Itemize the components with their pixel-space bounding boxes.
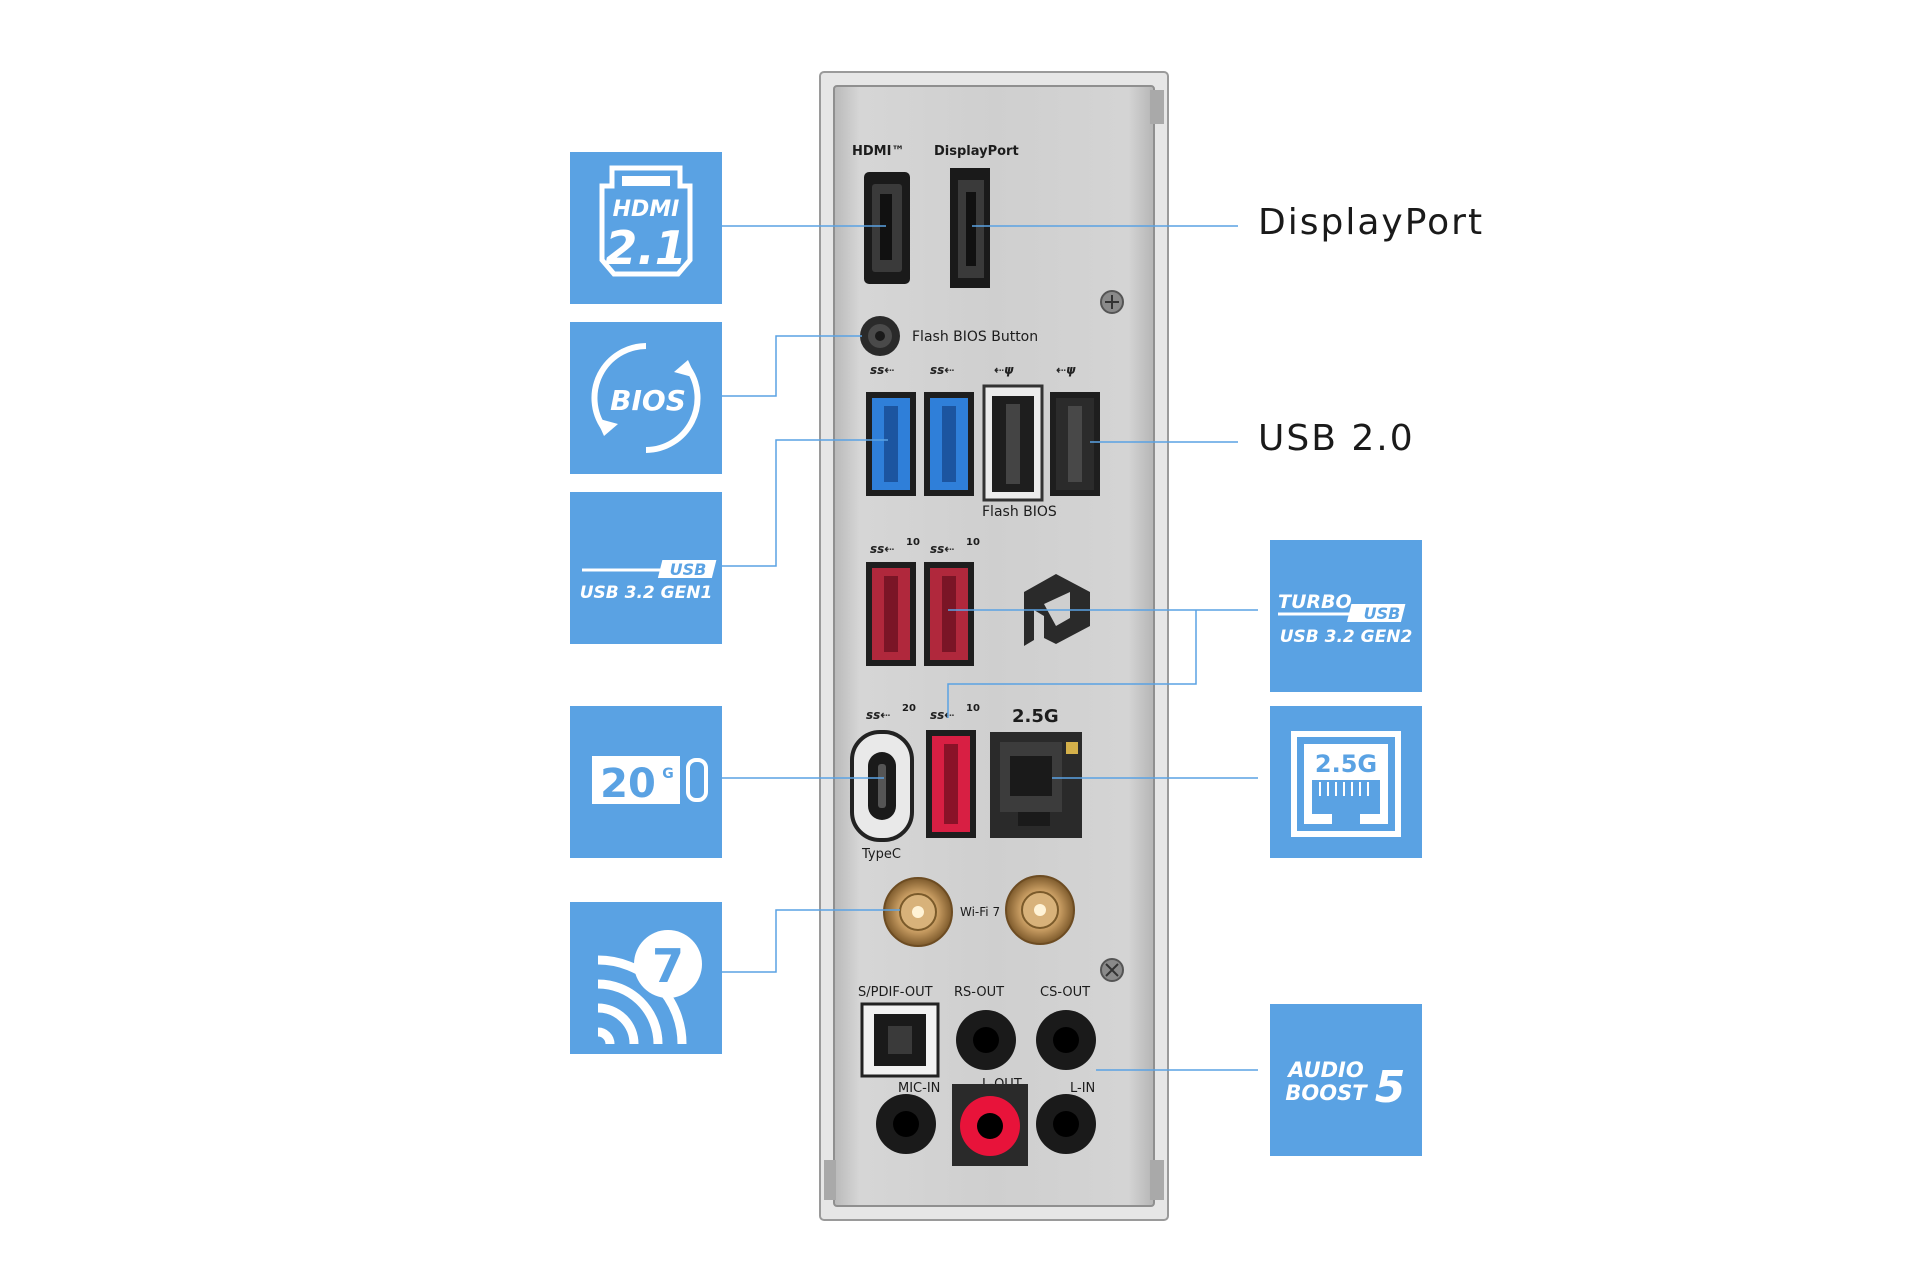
typec-connector-icon bbox=[686, 758, 708, 802]
audio-boost5-tile: AUDIO BOOST 5 bbox=[1270, 1004, 1422, 1156]
refresh-arrow-icon bbox=[674, 360, 696, 378]
lan-25g-tile: 2.5G bbox=[1270, 706, 1422, 858]
audio-jack-mic-in bbox=[876, 1094, 936, 1154]
usb-20g-tile: 20 G bbox=[570, 706, 722, 858]
audio-tile-line1: AUDIO bbox=[1286, 1058, 1364, 1082]
usb20-ports bbox=[982, 384, 1100, 502]
svg-text:ss⇠: ss⇠ bbox=[870, 363, 894, 377]
hdmi-21-tile: HDMI 2.1 bbox=[570, 152, 722, 304]
usb-typec-port bbox=[850, 730, 914, 842]
svg-text:ss⇠: ss⇠ bbox=[870, 542, 894, 556]
displayport-port bbox=[950, 168, 990, 288]
wifi-antenna-connector-2 bbox=[1005, 875, 1075, 945]
wifi-gen-number: 7 bbox=[652, 939, 684, 993]
audio-tile-number: 5 bbox=[1375, 1062, 1406, 1113]
turbo-label: TURBO bbox=[1278, 591, 1352, 613]
audio-jack-rs-out bbox=[956, 1010, 1016, 1070]
spdif-optical-port bbox=[860, 1002, 940, 1078]
flash-bios-button-label: Flash BIOS Button bbox=[912, 329, 1038, 345]
flash-bios-port-label: Flash BIOS bbox=[982, 504, 1057, 520]
lan-speed-panel-label: 2.5G bbox=[1012, 706, 1059, 727]
displayport-callout: DisplayPort bbox=[1258, 202, 1485, 243]
wifi-antenna-connector-1 bbox=[883, 877, 953, 947]
lan-rj45-port bbox=[990, 732, 1082, 838]
usb32-gen1-ports bbox=[866, 392, 974, 496]
bios-tile-label: BIOS bbox=[610, 384, 686, 417]
leader-lines bbox=[720, 225, 1258, 1071]
usb32-gen2-ports bbox=[866, 562, 974, 666]
svg-text:ss⇠: ss⇠ bbox=[930, 708, 954, 722]
hdmi-tile-version: 2.1 bbox=[605, 221, 687, 275]
wifi-panel-label: Wi-Fi 7 bbox=[960, 905, 1000, 919]
cs-out-label: CS-OUT bbox=[1040, 985, 1090, 1000]
screw-icon bbox=[1100, 958, 1124, 982]
audio-jack-l-out bbox=[952, 1084, 1028, 1166]
usb32-gen2-port-3 bbox=[926, 730, 976, 838]
usb-gen2-tile-label: USB 3.2 GEN2 bbox=[1280, 627, 1413, 647]
usb-gen1-tile-label: USB 3.2 GEN1 bbox=[580, 583, 713, 603]
typec-speed-value: 20 bbox=[600, 761, 656, 807]
spdif-out-label: S/PDIF-OUT bbox=[858, 985, 933, 1000]
turbo-usb32-gen2-tile: TURBO USB USB 3.2 GEN2 bbox=[1270, 540, 1422, 692]
usb-badge-gen1: USB bbox=[670, 560, 707, 579]
audio-jack-cs-out bbox=[1036, 1010, 1096, 1070]
hdmi-panel-label: HDMI™ bbox=[852, 144, 904, 159]
usb-gen2-symbols: ss⇠ ss⇠ bbox=[870, 542, 954, 556]
audio-tile-line2: BOOST bbox=[1285, 1081, 1368, 1105]
mic-in-label: MIC-IN bbox=[898, 1081, 940, 1096]
hdmi-port bbox=[864, 172, 910, 284]
usb-gen2-superscript-1: 10 bbox=[906, 537, 920, 548]
typec-speed-unit: G bbox=[662, 766, 674, 782]
l-in-label: L-IN bbox=[1070, 1081, 1095, 1096]
usb32-gen1-tile: USB USB 3.2 GEN1 bbox=[570, 492, 722, 644]
rs-out-label: RS-OUT bbox=[954, 985, 1004, 1000]
screw-icon bbox=[1100, 290, 1124, 314]
svg-text:ss⇠: ss⇠ bbox=[930, 363, 954, 377]
svg-text:ss⇠: ss⇠ bbox=[866, 708, 890, 722]
hdmi-tile-top: HDMI bbox=[613, 197, 680, 222]
audio-jack-l-in bbox=[1036, 1094, 1096, 1154]
rj45-pins-icon bbox=[1319, 782, 1369, 796]
refresh-arrow-icon bbox=[596, 418, 618, 436]
usb-badge-gen2: USB bbox=[1364, 604, 1401, 623]
lan-tile-speed: 2.5G bbox=[1315, 750, 1377, 778]
usb-gen2-superscript-2: 10 bbox=[966, 537, 980, 548]
typec-label: TypeC bbox=[861, 847, 901, 862]
typec-superscript: 20 bbox=[902, 703, 916, 714]
svg-text:ss⇠: ss⇠ bbox=[930, 542, 954, 556]
displayport-panel-label: DisplayPort bbox=[934, 144, 1019, 159]
flash-bios-button bbox=[860, 316, 900, 356]
usb20-callout: USB 2.0 bbox=[1258, 418, 1415, 459]
usb-gen2-superscript-3: 10 bbox=[966, 703, 980, 714]
svg-text:⇠ψ: ⇠ψ bbox=[1056, 363, 1076, 377]
svg-text:⇠ψ: ⇠ψ bbox=[994, 363, 1014, 377]
wifi7-tile: 7 bbox=[570, 902, 722, 1054]
usb-symbols-row: ss⇠ ss⇠ ⇠ψ ⇠ψ bbox=[870, 363, 1076, 377]
flash-bios-tile: BIOS bbox=[570, 322, 722, 474]
